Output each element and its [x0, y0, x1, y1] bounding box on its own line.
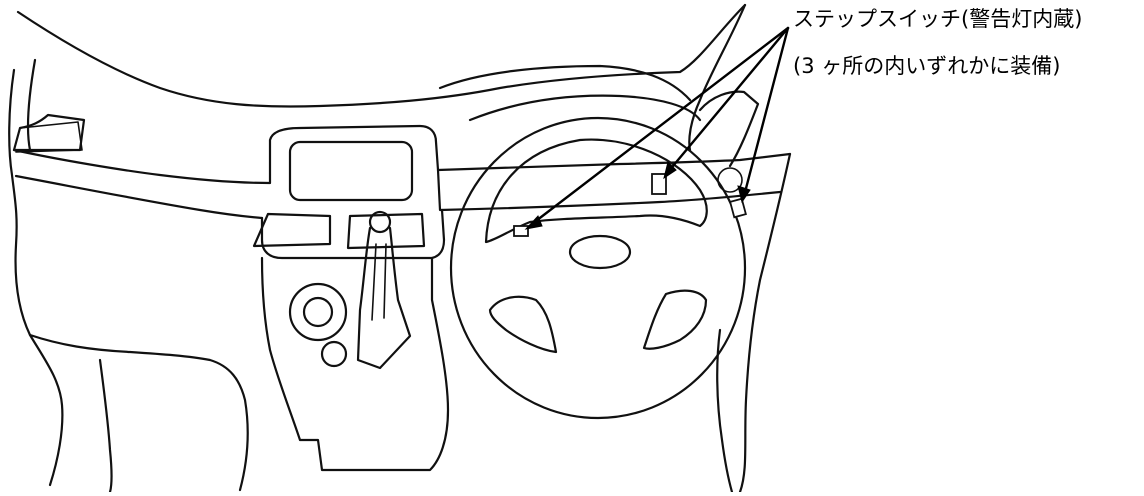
callout-label-line1: ステップスイッチ(警告灯内蔵)	[793, 6, 1082, 32]
steering-hub	[570, 236, 630, 268]
center-stack	[262, 210, 444, 258]
windshield-right-pillar	[689, 5, 745, 150]
lower-console	[262, 258, 448, 470]
shifter-slot	[372, 244, 386, 320]
lower-left-seat	[100, 360, 112, 492]
step-switch-location-3	[730, 199, 746, 218]
left-door-panel	[9, 70, 62, 485]
center-display	[290, 142, 412, 200]
dash-upper-left	[14, 126, 790, 183]
cluster-hood	[440, 66, 690, 100]
cluster-hood-inner	[470, 96, 700, 120]
left-door-inner	[14, 60, 84, 150]
control-dial-inner	[304, 298, 332, 326]
dash-right-edge	[740, 154, 790, 492]
right-stalk	[700, 92, 758, 166]
dash-right-shelf	[438, 170, 780, 210]
control-dial	[290, 284, 346, 340]
step-switch-location-1	[514, 226, 528, 236]
steering-wheel-lower-right-opening	[644, 291, 706, 349]
left-vent-cluster	[254, 214, 330, 246]
callout-label-line2: (3 ヶ所の内いずれかに装備)	[793, 53, 1060, 79]
aux-button	[322, 342, 346, 366]
steering-wheel-lower-left-opening	[490, 297, 556, 352]
windshield-top-line	[18, 5, 745, 107]
